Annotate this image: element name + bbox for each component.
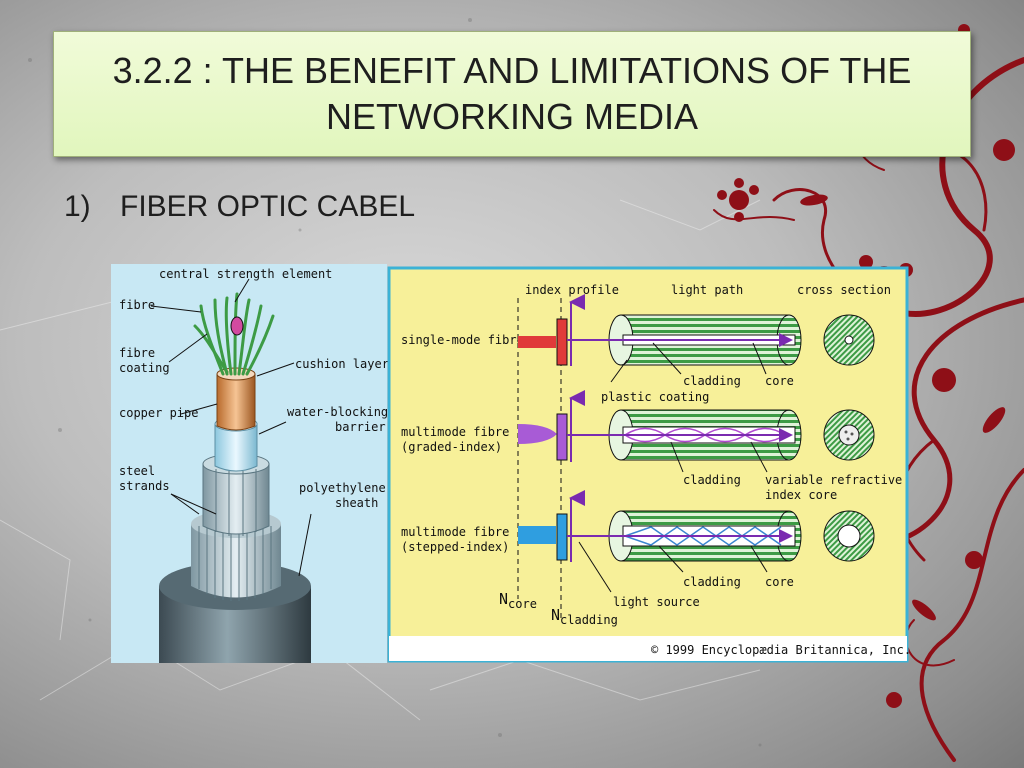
plastic-coating-label: plastic coating [601, 390, 709, 404]
row1-core: core [765, 374, 794, 388]
row1-profile-bar [556, 318, 568, 366]
row3-core: core [765, 575, 794, 589]
row2-fibre [567, 409, 802, 461]
row3-fibre [567, 510, 802, 562]
label-steel-2: strands [119, 479, 170, 493]
label-steel-1: steel [119, 464, 155, 478]
row2-variable-1: variable refractive [765, 473, 902, 487]
row2-label-2: (graded-index) [401, 440, 502, 454]
row3-label-1: multimode fibre [401, 525, 509, 539]
label-fibre-coating-1: fibre [119, 346, 155, 360]
row2-label-1: multimode fibre [401, 425, 509, 439]
light-source-label: light source [613, 595, 700, 609]
bullet-number: 1) [64, 190, 91, 223]
row1-cross-section [823, 314, 875, 366]
row2-cross-section [823, 409, 875, 461]
header-light-path: light path [671, 283, 743, 297]
row2-variable-2: index core [765, 488, 837, 502]
row2-profile-bar [556, 413, 568, 461]
label-cushion: cushion layer [295, 357, 389, 371]
n-cladding-label: Ncladding [551, 606, 618, 627]
row1-fibre [567, 314, 802, 366]
row3-label-2: (stepped-index) [401, 540, 509, 554]
copyright-text: © 1999 Encyclopædia Britannica, Inc. [651, 643, 909, 657]
n-cladding-symbol: N [551, 606, 560, 624]
label-poly-2: sheath [335, 496, 378, 510]
row3-profile [518, 526, 556, 544]
label-poly-1: polyethylene [299, 481, 386, 495]
label-water-2: barrier [335, 420, 386, 434]
cable-leader-lines [150, 278, 312, 577]
row1-profile [518, 336, 556, 348]
row2-cladding: cladding [683, 473, 741, 487]
fiber-optic-diagram: central strength element fibre fibre coa… [111, 264, 909, 663]
row3-cladding: cladding [683, 575, 741, 589]
label-water-1: water-blocking [287, 405, 388, 419]
n-core-symbol: N [499, 590, 508, 608]
row1-label: single-mode fibre [401, 333, 524, 347]
row2-profile [518, 424, 557, 444]
label-fibre-coating-2: coating [119, 361, 170, 375]
label-central-strength: central strength element [159, 267, 332, 281]
cable-illustration [159, 292, 311, 663]
label-copper: copper pipe [119, 406, 198, 420]
n-core-label: Ncore [499, 590, 537, 611]
slide-title: 3.2.2 : THE BENEFIT AND LIMITATIONS OF T… [112, 50, 912, 137]
row1-cladding: cladding [683, 374, 741, 388]
header-cross-section: cross section [797, 283, 891, 297]
header-index-profile: index profile [525, 283, 619, 297]
copyright-strip [389, 636, 907, 661]
n-cladding-subscript: cladding [560, 613, 618, 627]
title-box: 3.2.2 : THE BENEFIT AND LIMITATIONS OF T… [53, 31, 971, 157]
bullet-text: FIBER OPTIC CABEL [120, 190, 416, 223]
label-fibre: fibre [119, 298, 155, 312]
n-core-subscript: core [508, 597, 537, 611]
row3-cross-section [823, 510, 875, 562]
bullet-item: 1) FIBER OPTIC CABEL [64, 190, 415, 224]
row3-profile-bar [556, 513, 568, 561]
